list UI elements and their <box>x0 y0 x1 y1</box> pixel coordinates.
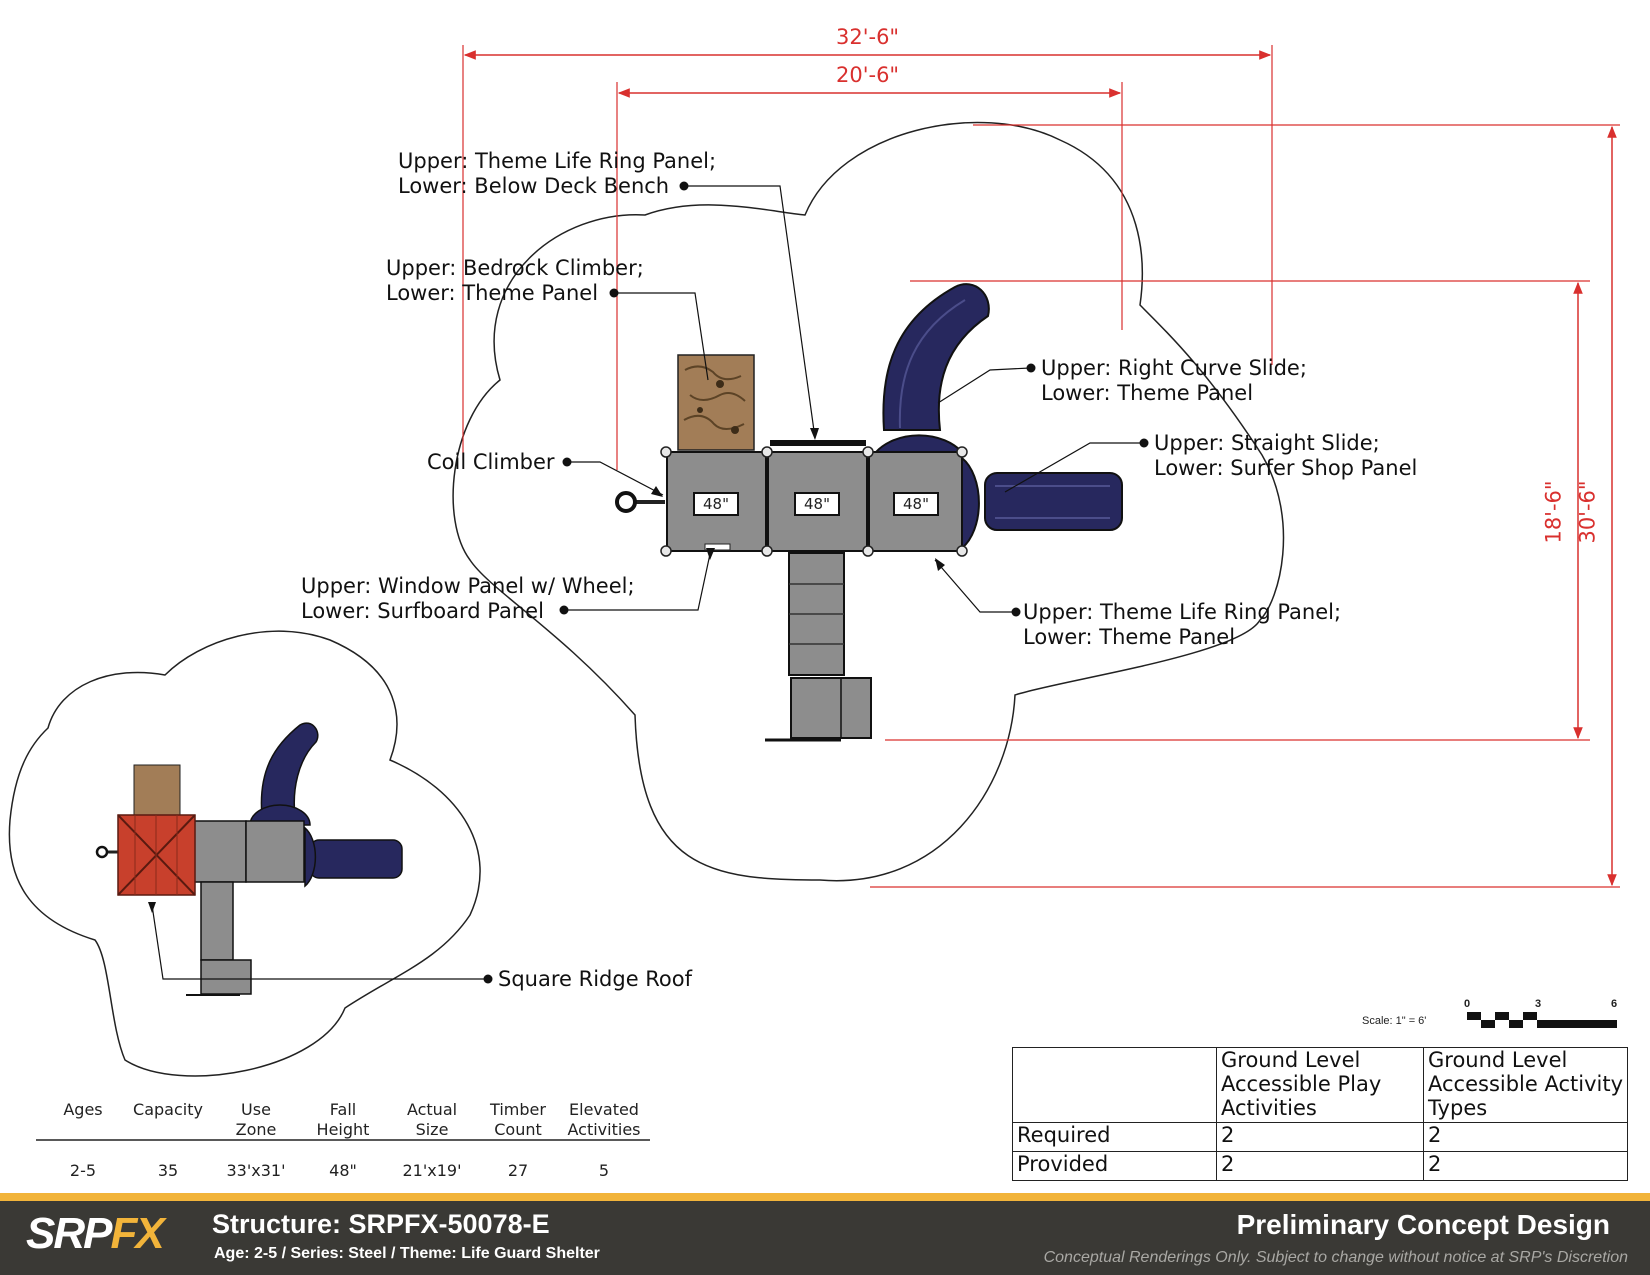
leader-lines <box>151 185 1143 980</box>
use-zone-outline-main <box>452 121 1285 882</box>
accessibility-corner-cell <box>1012 1047 1217 1123</box>
dimension-extension-lines <box>462 45 1620 888</box>
leader-arrowheads <box>148 428 945 913</box>
spec-value-ages: 2-5 <box>69 1161 97 1180</box>
spec-value-use-zone: 33'x31' <box>226 1161 286 1180</box>
spec-header-actual-size: Actual Size <box>406 1100 458 1139</box>
spec-header-elevated-activities: Elevated Activities <box>567 1100 641 1139</box>
accessibility-header-play: Ground Level Accessible Play Activities <box>1216 1047 1424 1123</box>
deck-height-label: 48" <box>703 495 729 513</box>
scale-tick-3: 3 <box>1535 998 1542 1010</box>
callout-window-wheel: Upper: Window Panel w/ Wheel; Lower: Sur… <box>301 574 635 623</box>
callout-life-ring-bench: Upper: Theme Life Ring Panel; Lower: Bel… <box>398 149 717 198</box>
spec-value-actual-size: 21'x19' <box>402 1161 462 1180</box>
slide-hood <box>873 434 965 453</box>
accessibility-cell: 2 <box>1216 1151 1424 1181</box>
leader-dots <box>483 181 1149 984</box>
spec-header-ages: Ages <box>63 1100 103 1119</box>
small-structure <box>95 722 403 996</box>
spec-header-timber-count: Timber Count <box>490 1100 546 1139</box>
accessibility-header-types: Ground Level Accessible Activity Types <box>1422 1047 1629 1123</box>
dimension-overall-width: 32'-6" <box>836 25 900 49</box>
dimension-overall-depth: 30'-6" <box>1575 480 1600 544</box>
structure-subtitle: Age: 2-5 / Series: Steel / Theme: Life G… <box>214 1245 600 1262</box>
accessibility-row-label: Required <box>1012 1122 1217 1152</box>
preliminary-title: Preliminary Concept Design <box>1236 1209 1610 1240</box>
deck-height-label: 48" <box>804 495 830 513</box>
callout-square-ridge-roof: Square Ridge Roof <box>498 967 693 991</box>
spec-value-elevated-activities: 5 <box>598 1161 610 1180</box>
disclaimer-text: Conceptual Renderings Only. Subject to c… <box>1043 1249 1628 1266</box>
callout-right-curve-slide: Upper: Right Curve Slide; Lower: Theme P… <box>1041 356 1307 405</box>
curved-slide <box>882 283 990 431</box>
scale-bar <box>1467 1012 1617 1028</box>
bedrock-climber <box>677 354 755 451</box>
dimension-arrows <box>463 50 1617 887</box>
spec-header-use-zone: Use Zone <box>235 1100 277 1139</box>
spec-value-capacity: 35 <box>157 1161 179 1180</box>
deck-posts <box>660 446 968 557</box>
main-structure <box>615 283 1123 742</box>
spec-value-fall-height: 48" <box>329 1161 357 1180</box>
site-plan-drawing <box>8 45 1620 1141</box>
accessibility-row-label: Provided <box>1012 1151 1217 1181</box>
deck-height-label: 48" <box>903 495 929 513</box>
straight-slide <box>984 472 1123 531</box>
spec-header-capacity: Capacity <box>133 1100 203 1119</box>
callout-bedrock-climber: Upper: Bedrock Climber; Lower: Theme Pan… <box>386 256 644 305</box>
srpfx-logo: SRPFX <box>26 1209 165 1258</box>
accessibility-cell: 2 <box>1422 1151 1629 1181</box>
structure-title: Structure: SRPFX-50078-E <box>212 1209 550 1239</box>
scale-label: Scale: 1" = 6' <box>1362 1015 1427 1027</box>
accessibility-cell: 2 <box>1216 1122 1424 1152</box>
spec-value-timber-count: 27 <box>507 1161 529 1180</box>
callout-life-ring-theme: Upper: Theme Life Ring Panel; Lower: The… <box>1023 600 1342 649</box>
slide-entry <box>961 455 980 551</box>
dimension-structure-depth: 18'-6" <box>1541 480 1566 544</box>
accessibility-cell: 2 <box>1422 1122 1629 1152</box>
use-zone-outline-small <box>8 630 481 1077</box>
coil-climber <box>615 491 637 513</box>
accessibility-table: Ground Level Accessible Play Activities … <box>1012 1047 1629 1181</box>
dimension-structure-width: 20'-6" <box>836 63 900 87</box>
scale-tick-6: 6 <box>1611 998 1618 1010</box>
footer-bar: SRPFX Structure: SRPFX-50078-E Age: 2-5 … <box>0 1193 1650 1275</box>
spec-header-fall-height: Fall Height <box>316 1100 370 1139</box>
callout-coil-climber: Coil Climber <box>427 450 555 474</box>
callout-straight-slide: Upper: Straight Slide; Lower: Surfer Sho… <box>1154 431 1418 480</box>
scale-tick-0: 0 <box>1464 998 1471 1010</box>
